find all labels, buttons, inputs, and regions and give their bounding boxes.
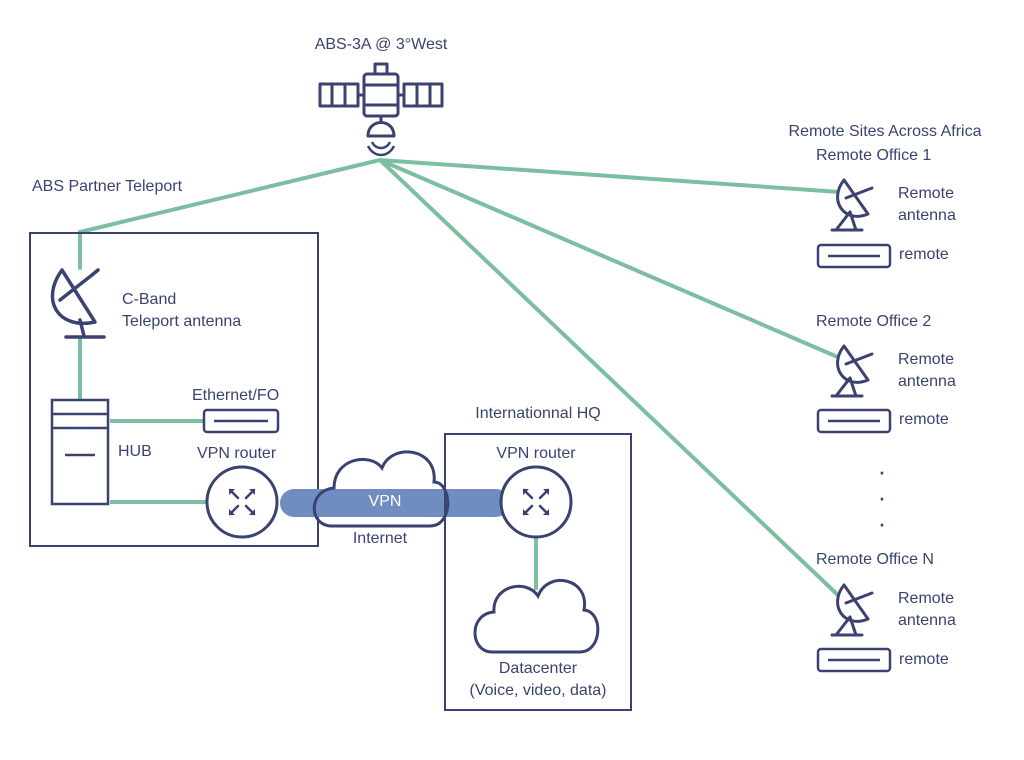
teleport-links — [78, 336, 538, 590]
hq-router-icon — [499, 465, 573, 539]
vpn-tunnel — [280, 489, 510, 517]
teleport-dish-antenna-icon — [50, 268, 106, 339]
datacenter-label-line1: Datacenter — [498, 660, 578, 677]
office-2-modem-icon — [816, 408, 892, 434]
link-satellite-office-1 — [378, 158, 842, 194]
ethernet-label: Ethernet/FO — [192, 387, 280, 404]
office-2-antenna-label-line2: antenna — [898, 373, 956, 390]
hq-title: Internationnal HQ — [475, 405, 601, 422]
teleport-router-label: VPN router — [197, 445, 277, 462]
office-n-modem-label: remote — [899, 651, 949, 668]
teleport-antenna-label-line2: Teleport antenna — [122, 313, 242, 330]
office-1-name: Remote Office 1 — [816, 147, 932, 164]
office-n-antenna-label-line2: antenna — [898, 612, 956, 629]
office-n-antenna-label-line1: Remote — [898, 590, 955, 607]
hub-server-icon — [50, 398, 110, 506]
vpn-label: VPN — [368, 493, 402, 510]
office-n-modem-icon — [816, 647, 892, 673]
datacenter-label-line2: (Voice, video, data) — [469, 682, 607, 699]
hub-label: HUB — [118, 443, 152, 460]
office-1-antenna-label-line2: antenna — [898, 207, 956, 224]
office-2-name: Remote Office 2 — [816, 313, 932, 330]
link-satellite-office-2 — [378, 158, 842, 360]
office-1-modem-label: remote — [899, 246, 949, 263]
link-satellite-office-n — [378, 158, 842, 599]
office-n-dish-antenna-icon — [830, 583, 874, 637]
teleport-router-icon — [205, 465, 279, 539]
internet-cloud-icon — [312, 450, 450, 528]
teleport-antenna-label-line1: C-Band — [122, 291, 177, 308]
more-offices-ellipsis: ··· — [877, 456, 887, 538]
satellite-icon — [318, 62, 444, 157]
remote-sites-title: Remote Sites Across Africa — [788, 123, 982, 140]
office-1-dish-antenna-icon — [830, 178, 874, 232]
satellite-label: ABS-3A @ 3°West — [314, 36, 448, 53]
office-1-modem-icon — [816, 243, 892, 269]
office-2-dish-antenna-icon — [830, 344, 874, 398]
office-1-antenna-label-line1: Remote — [898, 185, 955, 202]
datacenter-cloud-icon — [473, 579, 600, 654]
ethernet-modem-icon — [202, 408, 280, 434]
hq-router-label: VPN router — [496, 445, 576, 462]
office-n-name: Remote Office N — [816, 551, 934, 568]
teleport-box — [29, 232, 319, 547]
office-2-antenna-label-line1: Remote — [898, 351, 955, 368]
internet-label: Internet — [352, 530, 408, 547]
teleport-title: ABS Partner Teleport — [32, 178, 183, 195]
hq-box — [444, 433, 632, 711]
satellite-links — [78, 158, 842, 599]
office-2-modem-label: remote — [899, 411, 949, 428]
